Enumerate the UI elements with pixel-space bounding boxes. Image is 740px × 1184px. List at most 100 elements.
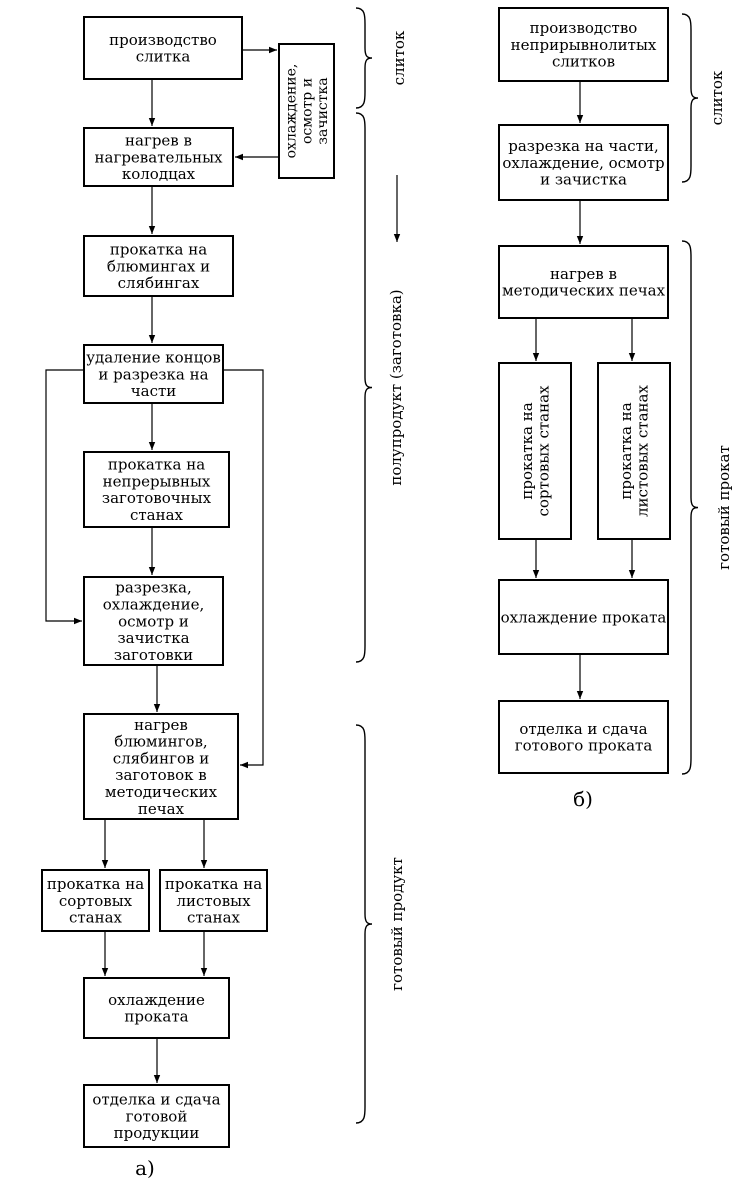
node-label-line: заготовки xyxy=(114,646,193,664)
bracket-label: слиток xyxy=(390,30,408,85)
node-label-line: листовых xyxy=(176,892,251,910)
node-label-line: слитков xyxy=(552,53,615,71)
node-box xyxy=(498,7,669,82)
node-label: прокатка насортовых станах xyxy=(518,385,553,517)
node-label-line: печах xyxy=(138,800,185,818)
node-label-line: станах xyxy=(187,909,241,927)
node-label-line: блюмингов, xyxy=(114,733,207,751)
node-label-line: неприрывнолитых xyxy=(511,36,657,54)
node-box xyxy=(498,362,572,540)
node-label-line: станах xyxy=(69,909,123,927)
node-label-line: и зачистка xyxy=(540,171,627,189)
node-box xyxy=(83,576,224,666)
node-label-line: готового проката xyxy=(515,737,653,755)
node-label-line: непрерывных xyxy=(103,472,211,490)
bracket-ingot-b: слиток xyxy=(681,13,726,183)
node-label-line: охлаждение, осмотр xyxy=(502,154,664,172)
node-b-section: прокатка насортовых станах xyxy=(498,362,572,540)
node-box xyxy=(83,713,239,820)
node-label-line: охлаждение, xyxy=(284,64,300,159)
node-box xyxy=(41,869,150,932)
node-a-cool: охлаждение,осмотр изачистка xyxy=(278,43,335,179)
node-label-line: отделка и сдача xyxy=(519,720,647,738)
node-label-line: проката xyxy=(124,1008,188,1026)
node-label-line: продукции xyxy=(114,1124,200,1142)
node-label-line: блюмингах и xyxy=(107,257,210,275)
node-label-line: охлаждение проката xyxy=(501,608,667,626)
node-box xyxy=(83,451,230,528)
node-label-line: прокатка на xyxy=(617,402,635,499)
node-label-line: сортовых станах xyxy=(535,385,553,517)
node-label: охлаждение,осмотр изачистка xyxy=(284,64,331,159)
node-box xyxy=(83,16,243,80)
bracket-label: готовый прокат xyxy=(715,445,733,570)
node-label-line: охлаждение xyxy=(108,991,205,1009)
node-label-line: листовых станах xyxy=(634,385,652,517)
node-label-line: производство xyxy=(530,19,638,37)
node-label-line: готовой xyxy=(126,1107,188,1125)
node-box xyxy=(83,235,234,297)
caption-a: а) xyxy=(135,1156,155,1180)
node-label-line: методических xyxy=(105,783,218,801)
node-label-line: зачистка xyxy=(315,77,331,144)
node-label-line: разрезка, xyxy=(115,579,191,597)
bracket-label: готовый продукт xyxy=(388,857,406,991)
edge-a-crop-bypass-cutcool xyxy=(45,369,84,625)
node-label-line: станах xyxy=(130,506,184,524)
node-label-line: нагрев xyxy=(134,716,188,734)
node-label-line: нагрев в xyxy=(125,131,192,149)
bracket-final-a: готовый продукт xyxy=(355,724,406,1124)
node-label-line: отделка и сдача xyxy=(92,1090,220,1108)
node-box xyxy=(597,362,671,540)
node-label-line: слябингах xyxy=(118,274,200,292)
node-box xyxy=(83,1084,230,1148)
node-label-line: заготовочных xyxy=(102,489,212,507)
node-label-line: сортовых xyxy=(59,892,133,910)
node-box xyxy=(83,344,224,404)
node-label-line: производство xyxy=(109,31,217,49)
node-label: охлаждение проката xyxy=(501,608,667,626)
node-label-line: колодцах xyxy=(122,165,196,183)
bracket-semi-a: полупродукт (заготовка) xyxy=(355,112,405,663)
node-label-line: слябингов и xyxy=(113,749,210,767)
brace-shape xyxy=(355,724,373,1124)
node-b-cool: охлаждение проката xyxy=(498,579,669,655)
brace-shape xyxy=(355,7,373,109)
node-label-line: удаление концов xyxy=(86,348,221,366)
bracket-ingot-a: слиток xyxy=(355,7,408,109)
node-box xyxy=(83,977,230,1039)
bracket-label: полупродукт (заготовка) xyxy=(387,289,405,485)
node-box xyxy=(498,579,669,655)
brace-shape xyxy=(681,240,699,775)
bracket-final-b: готовый прокат xyxy=(681,240,733,775)
caption-b: б) xyxy=(573,787,593,811)
node-label-line: методических печах xyxy=(502,282,666,300)
bracket-label: слиток xyxy=(708,70,726,125)
node-box xyxy=(278,43,335,179)
